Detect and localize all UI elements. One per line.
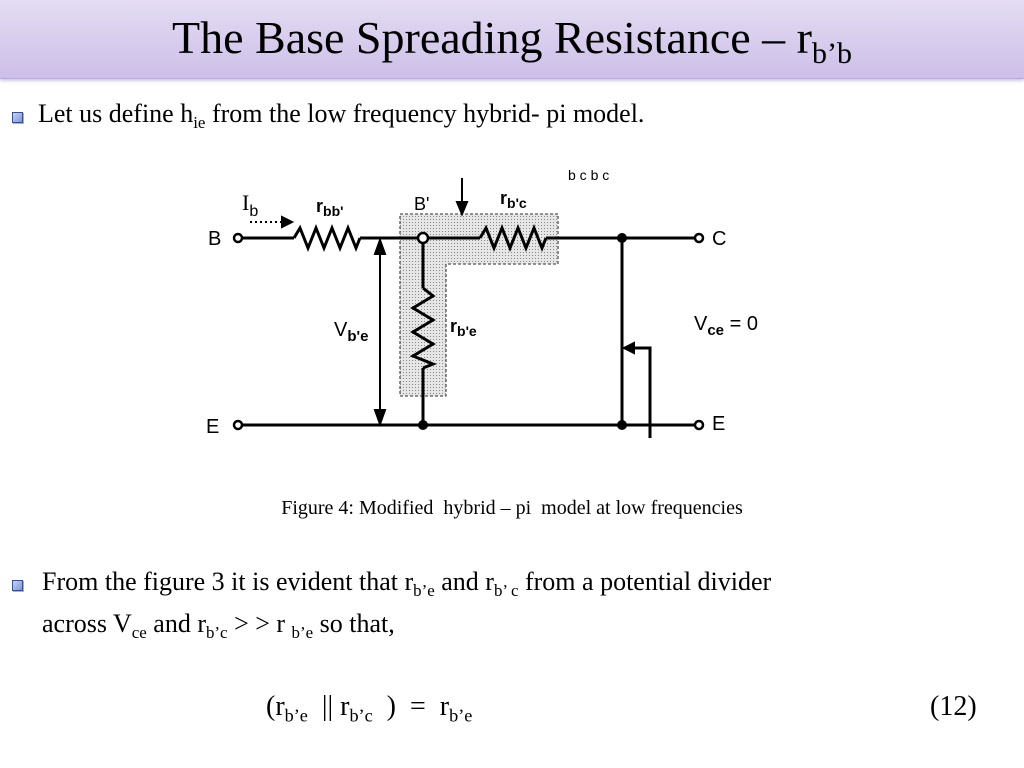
slide-title: The Base Spreading Resistance – rb’b — [172, 12, 852, 70]
terminal-e-right — [693, 419, 705, 431]
label-c: C — [712, 228, 726, 250]
bullet-text-2-line-2: across Vce and rb’c > > r b’e so that, — [42, 609, 395, 642]
terminal-b — [232, 232, 244, 244]
cut-top-text: b c b c — [568, 168, 609, 183]
label-vbe: Vb'e — [334, 319, 368, 345]
label-b: B — [208, 228, 221, 250]
junction-top — [617, 233, 627, 243]
terminal-e-left — [232, 419, 244, 431]
bullet-text-2-line-1: From the figure 3 it is evident that rb’… — [42, 567, 772, 600]
junction-rbe-bottom — [418, 420, 428, 430]
terminal-c — [693, 232, 705, 244]
equation-12: (rb’e || rb’c ) = rb’e — [266, 691, 473, 726]
label-rbe: rb'e — [450, 316, 477, 339]
terminal-bprime — [416, 231, 430, 245]
label-rbc: rb'c — [500, 188, 527, 211]
resistor-rbb — [292, 223, 362, 253]
shaded-region — [399, 213, 559, 397]
figure-caption: Figure 4: Modified hybrid – pi model at … — [281, 497, 743, 519]
bullet-icon — [12, 112, 23, 123]
label-ib: Ib — [242, 190, 258, 220]
label-e-right: E — [712, 413, 725, 435]
equation-number: (12) — [930, 691, 977, 722]
label-bprime: B' — [414, 194, 429, 214]
junction-bottom-right — [617, 420, 627, 430]
label-rbb: rbb' — [316, 196, 343, 219]
bullet-icon — [12, 580, 23, 591]
title-bar — [0, 0, 1024, 79]
hybrid-pi-circuit-diagram: b c b c Ib rbb' B' rb'c B C Vb'e rb'e Vc… — [206, 168, 758, 438]
resistor-rbc — [478, 223, 548, 253]
label-e-left: E — [206, 416, 219, 438]
resistor-rbe — [409, 286, 438, 370]
label-vce: Vce = 0 — [694, 313, 758, 339]
bullet-text-1: Let us define hie from the low frequency… — [38, 99, 645, 132]
